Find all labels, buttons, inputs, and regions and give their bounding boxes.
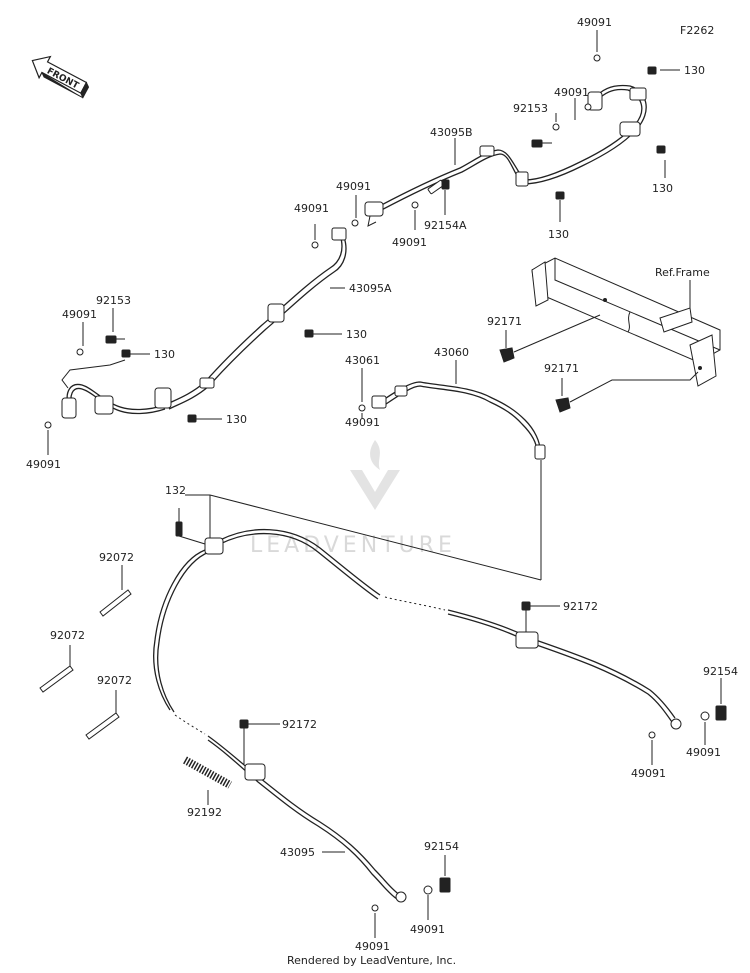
bolts-top: [311, 54, 666, 249]
label-92072: 92072: [50, 629, 85, 642]
label-130: 130: [346, 328, 367, 341]
label-130: 130: [652, 182, 673, 195]
label-49091: 49091: [686, 746, 721, 759]
label-92153: 92153: [96, 294, 131, 307]
label-49091: 49091: [336, 180, 371, 193]
frame-reference: [499, 257, 721, 413]
label-130: 130: [154, 348, 175, 361]
label-49091: 49091: [554, 86, 589, 99]
label-49091: 49091: [345, 416, 380, 429]
label-92192: 92192: [187, 806, 222, 819]
left-bracket-assembly: [44, 308, 222, 455]
label-130: 130: [226, 413, 247, 426]
label-49091: 49091: [62, 308, 97, 321]
label-130: 130: [684, 64, 705, 77]
label-92072: 92072: [97, 674, 132, 687]
label-49091: 49091: [392, 236, 427, 249]
label-92154A: 92154A: [424, 219, 467, 232]
label-49091: 49091: [631, 767, 666, 780]
footer-credit: Rendered by LeadVenture, Inc.: [287, 954, 456, 967]
label-43060: 43060: [434, 346, 469, 359]
watermark: LEADVENTURE: [250, 440, 456, 558]
label-92172: 92172: [563, 600, 598, 613]
spring-92192: [183, 756, 232, 805]
label-92171: 92171: [487, 315, 522, 328]
label-49091: 49091: [410, 923, 445, 936]
leaders-bottom: [322, 678, 722, 938]
label-132: 132: [165, 484, 186, 497]
bolts-92172: [239, 601, 560, 764]
label-49091: 49091: [26, 458, 61, 471]
label-92072: 92072: [99, 551, 134, 564]
label-92153: 92153: [513, 102, 548, 115]
brake-hose-43095B: [364, 84, 647, 227]
label-49091: 49091: [294, 202, 329, 215]
figure-code: F2262: [680, 24, 714, 37]
label-43095: 43095: [280, 846, 315, 859]
ref-frame-label: Ref.Frame: [655, 266, 710, 279]
leaders-top: [314, 30, 680, 240]
front-arrow-icon: FRONT: [31, 55, 90, 99]
label-49091: 49091: [355, 940, 390, 953]
label-92172: 92172: [282, 718, 317, 731]
label-92154: 92154: [703, 665, 738, 678]
label-43095B: 43095B: [430, 126, 473, 139]
parking-brake-cable: [153, 494, 727, 912]
part-labels: 49091 130 49091 92153 43095B 130 49091 4…: [26, 16, 738, 953]
label-43061: 43061: [345, 354, 380, 367]
watermark-text: LEADVENTURE: [250, 533, 456, 558]
label-92171: 92171: [544, 362, 579, 375]
brake-pipe-43060: [358, 360, 546, 580]
label-43095A: 43095A: [349, 282, 392, 295]
brake-hose-43095A: [164, 227, 347, 410]
label-49091: 49091: [577, 16, 612, 29]
cable-ties-92072: [39, 565, 132, 740]
label-92154: 92154: [424, 840, 459, 853]
label-130: 130: [548, 228, 569, 241]
